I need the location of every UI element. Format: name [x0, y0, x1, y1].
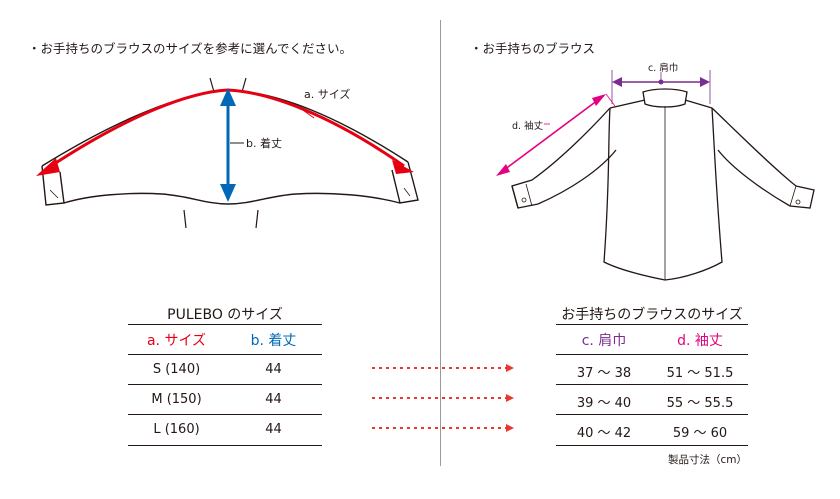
shoulder-cell: 37 〜 38 — [576, 366, 632, 381]
table-row: L (160) 44 — [128, 422, 322, 437]
size-cell: S (140) — [152, 362, 201, 377]
size-arrowhead-left — [36, 158, 60, 176]
sleeve-cell: 51 〜 51.5 — [666, 366, 734, 381]
length-cell: 44 — [265, 422, 282, 437]
size-arrowhead-right — [392, 160, 414, 174]
pulebo-size-table: a. サイズ b. 着丈 S (140) 44 M (150) 44 L (16… — [128, 324, 322, 446]
length-cell: 44 — [265, 392, 282, 407]
table-row: 39 〜 40 55 〜 55.5 — [556, 392, 748, 411]
header-size: a. サイズ — [146, 333, 207, 349]
blouse-size-table: c. 肩巾 d. 袖丈 37 〜 38 51 〜 51.5 39 〜 40 55… — [556, 324, 748, 446]
pulebo-garment-diagram — [36, 77, 419, 229]
table-rule — [128, 354, 322, 355]
table-rule — [128, 324, 322, 325]
label-d-sleeve: d. 袖丈 — [512, 121, 544, 132]
table-row: 40 〜 42 59 〜 60 — [556, 422, 748, 441]
length-arrowhead-top — [220, 88, 236, 106]
header-shoulder: c. 肩巾 — [581, 333, 627, 349]
table-rule — [128, 445, 322, 446]
blouse-table-title: お手持ちのブラウスのサイズ — [561, 307, 743, 323]
header-sleeve: d. 袖丈 — [677, 333, 723, 349]
right-heading: ・お手持ちのブラウス — [470, 41, 596, 56]
table-rule — [556, 445, 748, 446]
center-divider — [440, 20, 441, 466]
table-rule — [128, 414, 322, 415]
shoulder-cell: 40 〜 42 — [576, 426, 632, 441]
unit-note: 製品寸法（cm） — [668, 454, 748, 466]
label-a-size: a. サイズ — [304, 88, 351, 101]
table-rule — [556, 414, 748, 415]
sleeve-length-arrow — [503, 99, 599, 171]
left-heading: ・お手持ちのブラウスのサイズを参考に選んでください。 — [28, 41, 353, 56]
table-rule — [556, 324, 748, 325]
table-rule — [556, 354, 748, 355]
row-connectors — [372, 364, 514, 432]
shoulder-cell: 39 〜 40 — [576, 396, 632, 411]
size-cell: L (160) — [153, 422, 200, 437]
table-row: 37 〜 38 51 〜 51.5 — [556, 362, 748, 381]
label-b-length: b. 着丈 — [246, 137, 282, 150]
length-cell: 44 — [265, 362, 282, 377]
length-arrowhead-bottom — [220, 184, 236, 202]
table-row: M (150) 44 — [128, 392, 322, 407]
table-row: S (140) 44 — [128, 362, 322, 377]
table-rule — [128, 384, 322, 385]
sleeve-cell: 55 〜 55.5 — [666, 396, 734, 411]
sleeve-cell: 59 〜 60 — [672, 426, 728, 441]
header-length: b. 着丈 — [250, 333, 297, 349]
blouse-diagram — [496, 70, 815, 281]
pulebo-table-title: PULEBO のサイズ — [167, 307, 283, 323]
table-rule — [556, 384, 748, 385]
label-c-shoulder: c. 肩巾 — [648, 63, 679, 74]
size-cell: M (150) — [151, 392, 202, 407]
